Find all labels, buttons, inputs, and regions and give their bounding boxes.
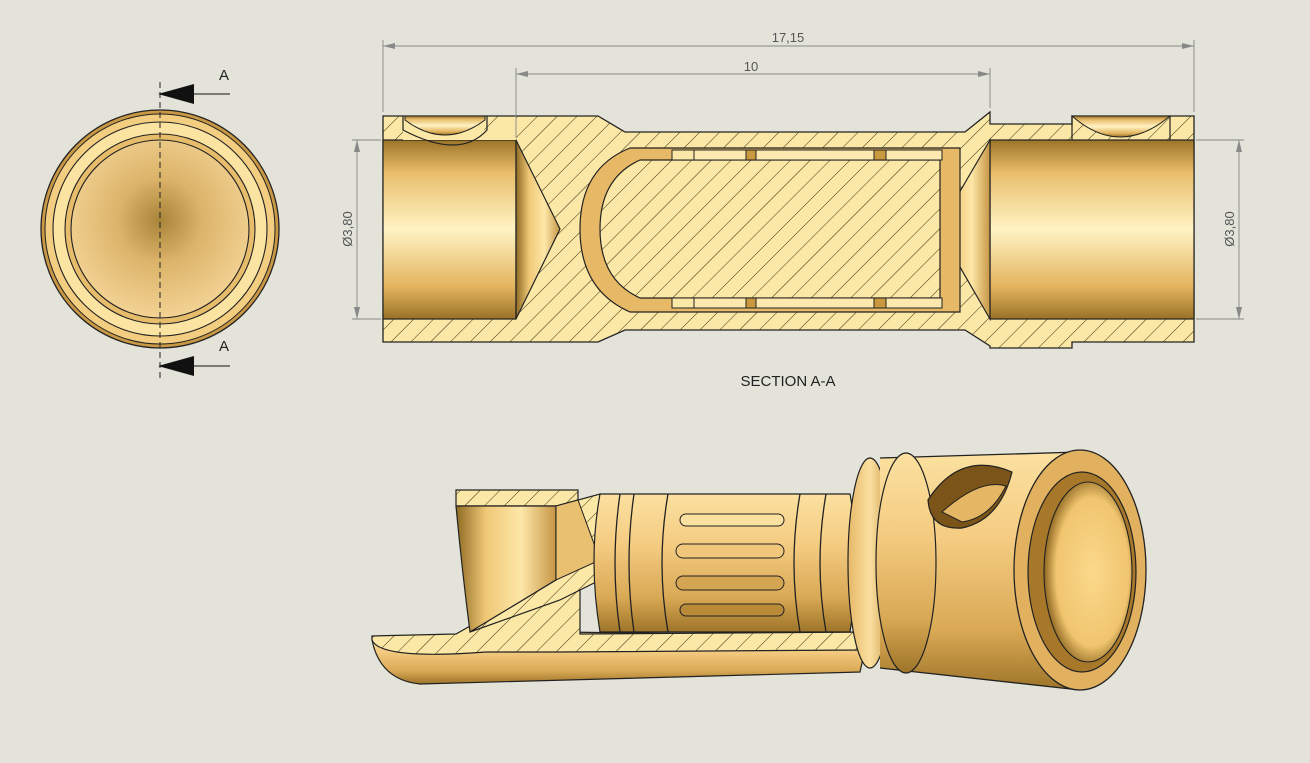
section-letter-top: A: [219, 67, 229, 84]
dim-overall-length: 17,15: [772, 30, 805, 45]
isometric-view: [371, 449, 1147, 691]
section-caption: SECTION A-A: [740, 373, 835, 390]
section-letter-bottom: A: [219, 338, 229, 355]
section-arrow-top: [158, 84, 194, 104]
dim-left-diameter: Ø3,80: [340, 211, 355, 246]
dim-right-diameter: Ø3,80: [1222, 211, 1237, 246]
dim-inner-length: 10: [744, 59, 758, 74]
end-view: A A: [40, 67, 280, 378]
section-view: 17,15 10 Ø3,80 Ø3,80 SECTION A-A: [340, 30, 1244, 390]
section-arrow-bottom: [158, 356, 194, 376]
